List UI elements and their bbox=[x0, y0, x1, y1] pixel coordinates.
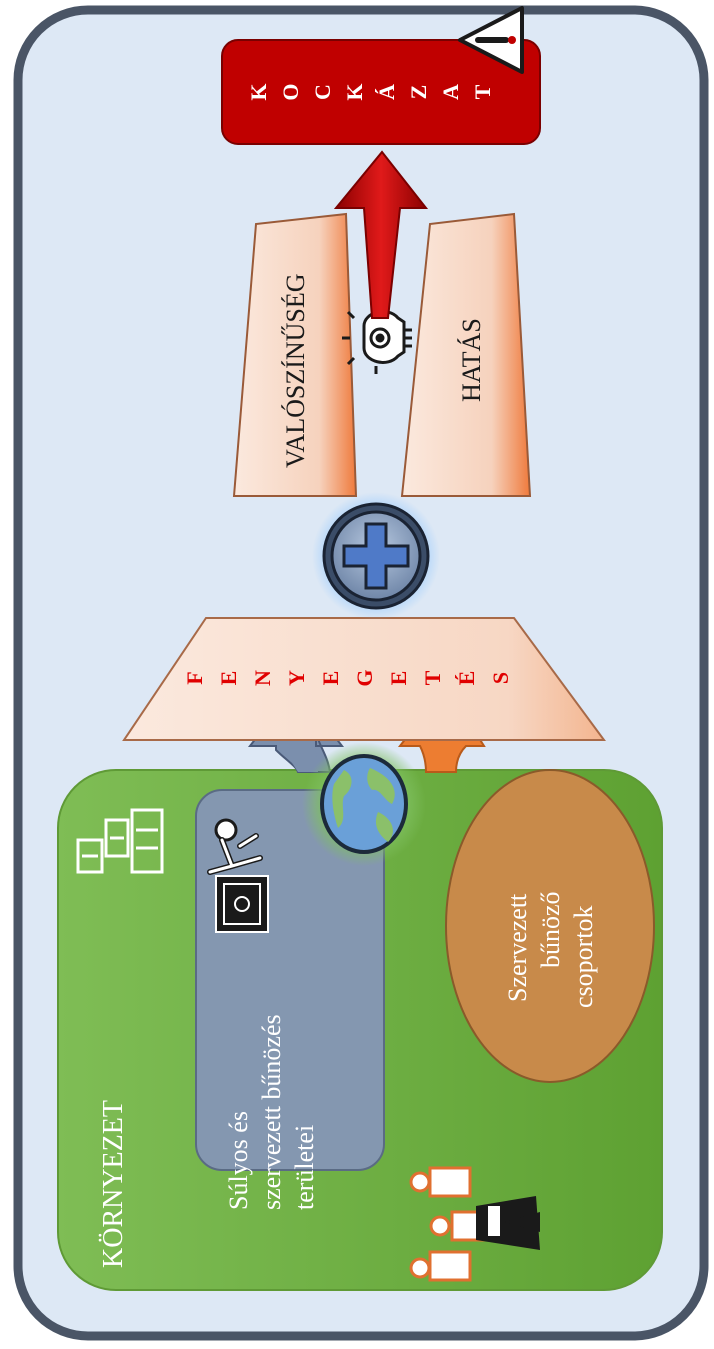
impact-trapezoid: HATÁS bbox=[400, 212, 532, 497]
globe-icon bbox=[302, 742, 426, 866]
threat-label bbox=[200, 600, 530, 760]
crime-areas-line2: szervezett bűnözés bbox=[257, 1014, 286, 1210]
lightbulb-gear-icon bbox=[342, 302, 412, 374]
warning-icon bbox=[458, 6, 524, 74]
crime-areas-box: Súlyos és szervezett bűnözés területei bbox=[195, 789, 385, 1210]
threat-trapezoid bbox=[122, 617, 606, 741]
buildings-icon bbox=[76, 808, 164, 874]
impact-label: HATÁS bbox=[457, 318, 486, 402]
criminal-groups-ellipse: Szervezett bűnöző csoportok bbox=[445, 769, 655, 1083]
crime-areas-line1: Súlyos és bbox=[224, 1111, 253, 1210]
red-arrow-up bbox=[333, 150, 429, 319]
groups-line3: csoportok bbox=[569, 905, 598, 1008]
criminals-icon bbox=[409, 1166, 540, 1282]
risk-box bbox=[221, 39, 541, 145]
crime-areas-line3: területei bbox=[290, 1125, 319, 1210]
safe-burglar-icon bbox=[207, 818, 269, 933]
environment-label: KÖRNYEZET bbox=[98, 1100, 129, 1268]
probability-label: VALÓSZÍNŰSÉG bbox=[281, 273, 310, 468]
plus-icon bbox=[312, 492, 440, 620]
blue-arrow-stem bbox=[280, 746, 318, 772]
groups-line1: Szervezett bbox=[503, 893, 532, 1002]
groups-line2: bűnöző bbox=[536, 891, 565, 968]
probability-trapezoid: VALÓSZÍNŰSÉG bbox=[232, 212, 358, 497]
environment-block: KÖRNYEZET Súlyos és szervezett bűnözés t… bbox=[57, 769, 663, 1291]
